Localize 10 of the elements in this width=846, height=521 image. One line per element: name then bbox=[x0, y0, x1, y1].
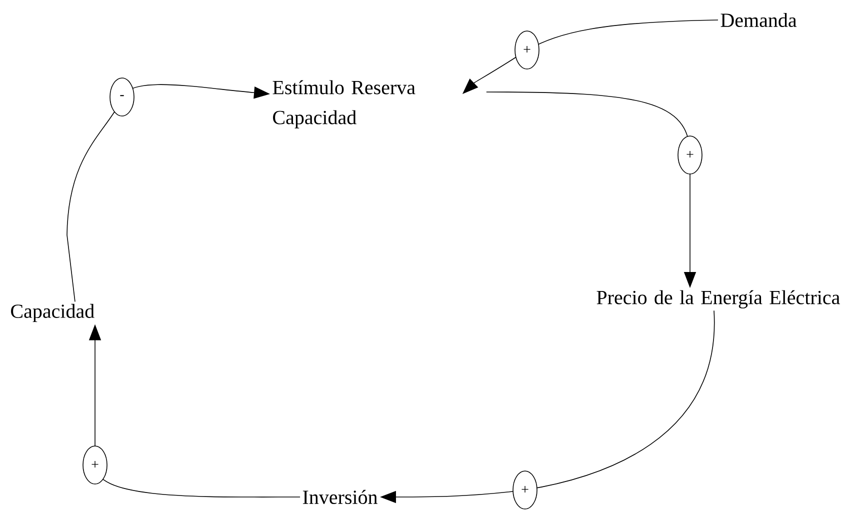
polarity-label: + bbox=[678, 136, 702, 174]
polarity-label: + bbox=[82, 446, 108, 484]
polarity-label: + bbox=[512, 470, 538, 510]
variable-label: Inversión bbox=[302, 490, 378, 504]
polarity-label: - bbox=[110, 78, 134, 116]
variable-label: Demanda bbox=[720, 12, 797, 28]
variable-label: Estímulo Reserva Capacidad bbox=[272, 80, 416, 128]
variable-label: Capacidad bbox=[11, 304, 94, 322]
variable-label: Precio de la Energía Eléctrica bbox=[596, 290, 840, 308]
polarity-label: + bbox=[514, 30, 540, 70]
